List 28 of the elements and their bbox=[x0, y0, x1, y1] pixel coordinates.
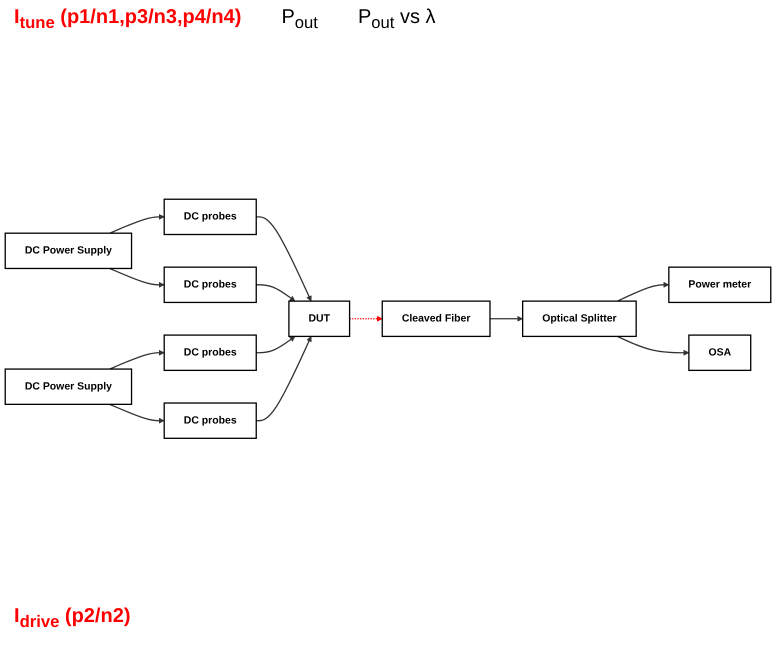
current-label: I$_{tune}$ (p1/n1,p3/n3,p4/n4) bbox=[14, 6, 242, 33]
arrow bbox=[109, 404, 164, 424]
arrow bbox=[109, 214, 164, 234]
arrow bbox=[256, 336, 296, 354]
node-box bbox=[164, 402, 257, 440]
arrow bbox=[256, 284, 296, 302]
node-box bbox=[522, 300, 637, 338]
node-box bbox=[688, 334, 752, 372]
node-box bbox=[382, 300, 491, 338]
arrow bbox=[617, 282, 670, 302]
arrow bbox=[256, 216, 312, 302]
arrow bbox=[256, 336, 312, 422]
arrow bbox=[109, 350, 164, 370]
node-box bbox=[4, 368, 132, 406]
arrow bbox=[109, 268, 164, 288]
node-box bbox=[4, 232, 132, 270]
current-label: I$_{drive}$ (p2/n2) bbox=[14, 605, 130, 632]
arrow bbox=[617, 336, 690, 356]
node-box bbox=[164, 334, 257, 372]
node-box bbox=[164, 266, 257, 304]
arrow bbox=[350, 316, 382, 322]
arrow bbox=[490, 316, 523, 322]
node-box bbox=[668, 266, 772, 304]
block-diagram: DC probes DC Power Supply DC probes Power meter DUT Cleaved Fiber Optical Splitter DC probes OSA DC Power Supply DC probes bbox=[0, 194, 776, 444]
node-box bbox=[288, 300, 350, 338]
measurement-label: P$_{out}$ vs λ bbox=[358, 6, 436, 33]
node-box bbox=[164, 198, 257, 236]
measurement-label: P$_{out}$ bbox=[281, 6, 318, 33]
